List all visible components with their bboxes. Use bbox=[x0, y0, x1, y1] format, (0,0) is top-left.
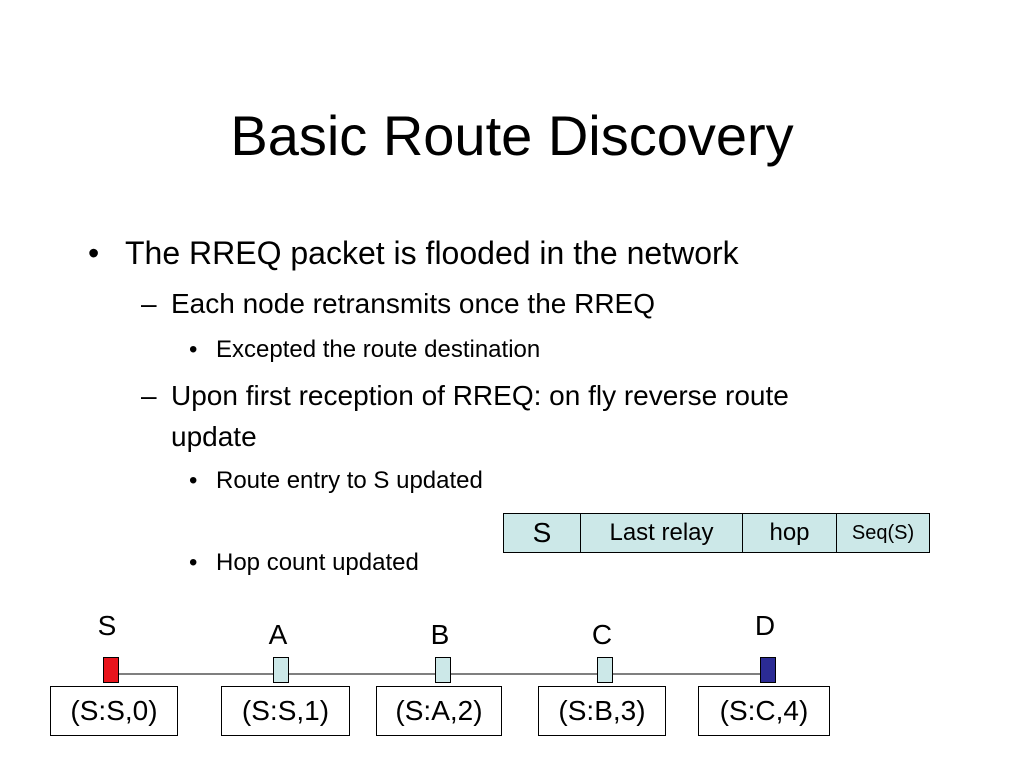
node-label-b: B bbox=[430, 619, 450, 650]
slide-title: Basic Route Discovery bbox=[230, 104, 794, 167]
route-entry-d: (S:C,4) bbox=[698, 686, 830, 736]
route-entry-c: (S:B,3) bbox=[538, 686, 666, 736]
route-entry-a: (S:S,1) bbox=[221, 686, 350, 736]
route-entry-seq-cell: Seq(S) bbox=[837, 514, 929, 552]
node-marker-b bbox=[435, 657, 451, 683]
bullet-text: The RREQ packet is flooded in the networ… bbox=[125, 235, 739, 271]
node-marker-s bbox=[103, 657, 119, 683]
bullet-text: Each node retransmits once the RREQ bbox=[171, 288, 656, 319]
bullet-text-line1: Upon first reception of RREQ: on fly rev… bbox=[171, 380, 789, 411]
node-label-s: S bbox=[97, 610, 117, 641]
bullet-text: Route entry to S updated bbox=[216, 467, 483, 494]
bullet-marker: • bbox=[189, 549, 198, 576]
route-entry-table: S Last relay hop Seq(S) bbox=[503, 513, 930, 553]
bullet-text-line2: update bbox=[171, 421, 257, 452]
route-entry-hop-cell: hop bbox=[743, 514, 837, 552]
bullet-marker: • bbox=[189, 336, 198, 363]
route-entry-last-relay-cell: Last relay bbox=[581, 514, 743, 552]
bullet-marker: • bbox=[88, 235, 100, 271]
bullet-text: Excepted the route destination bbox=[216, 336, 541, 363]
node-marker-a bbox=[273, 657, 289, 683]
node-label-a: A bbox=[268, 619, 288, 650]
route-entry-dest-cell: S bbox=[504, 514, 581, 552]
route-entry-b: (S:A,2) bbox=[376, 686, 502, 736]
bullet-text: Hop count updated bbox=[216, 549, 419, 576]
dash-marker: – bbox=[141, 380, 157, 411]
route-entry-s: (S:S,0) bbox=[50, 686, 178, 736]
node-label-d: D bbox=[754, 610, 776, 641]
node-marker-c bbox=[597, 657, 613, 683]
bullet-marker: • bbox=[189, 467, 198, 494]
node-label-c: C bbox=[591, 619, 613, 650]
node-marker-d bbox=[760, 657, 776, 683]
dash-marker: – bbox=[141, 288, 157, 319]
